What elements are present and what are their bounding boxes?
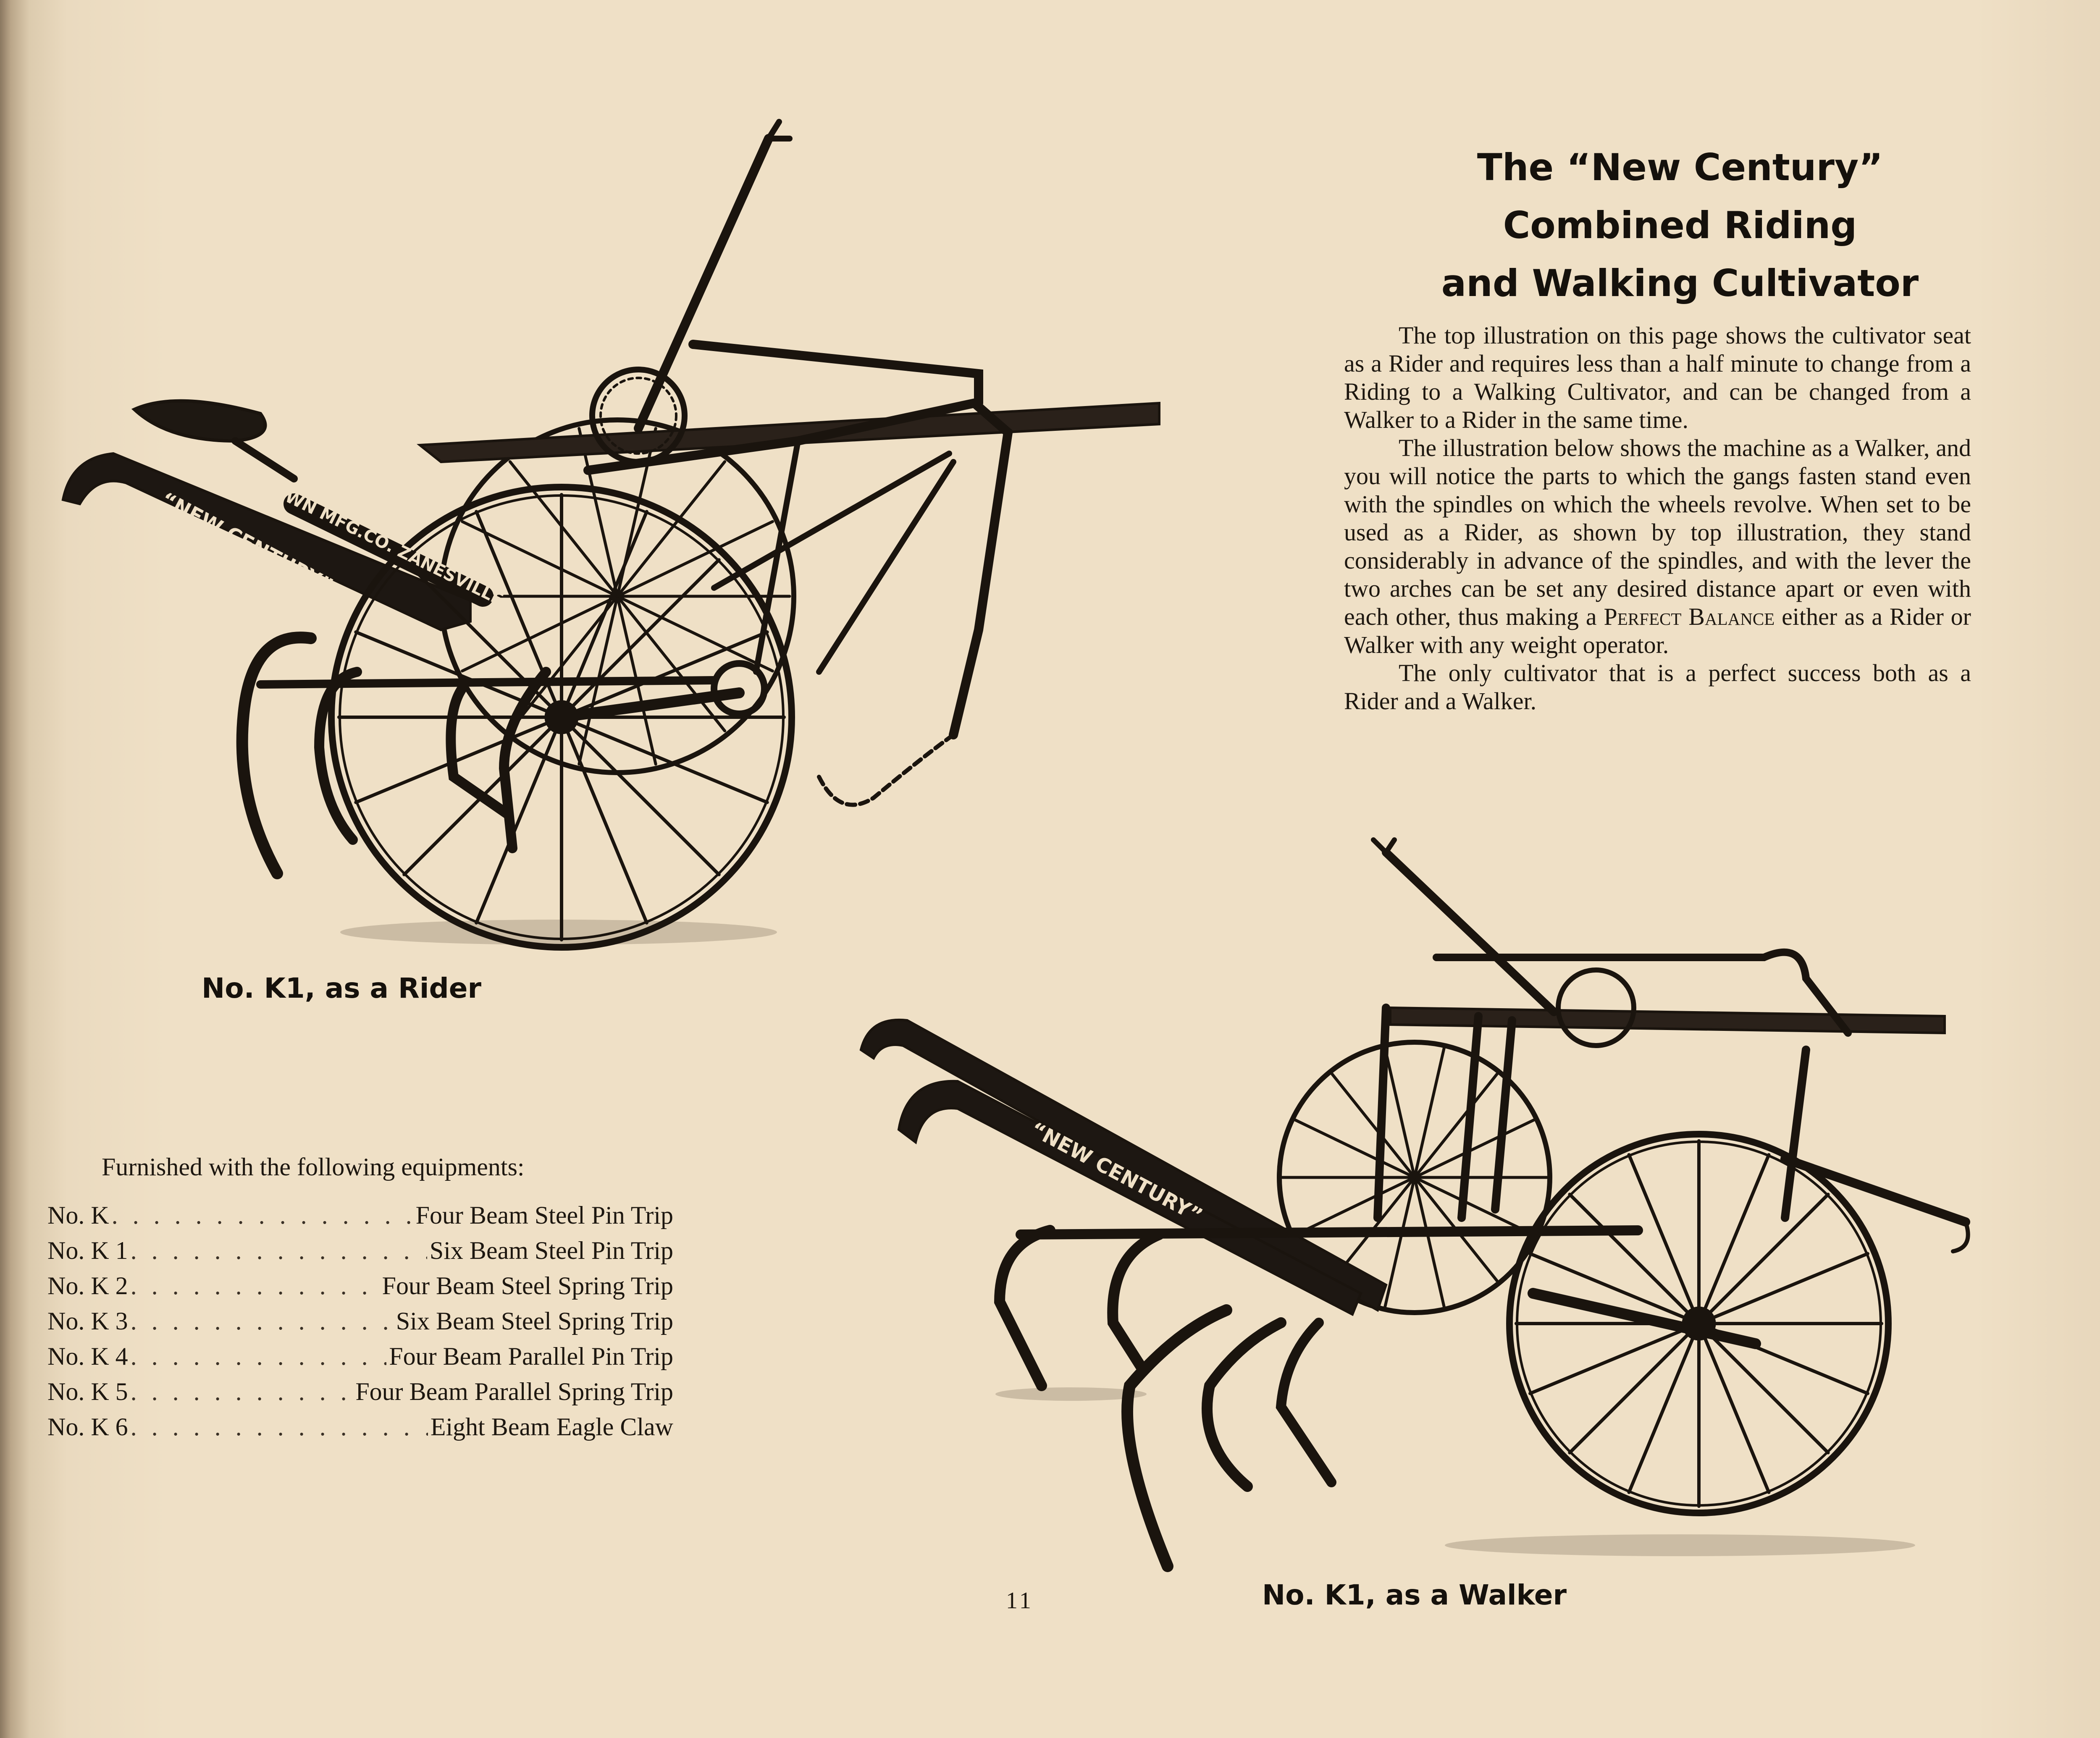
- equipment-row: No. K 1 Six Beam Steel Pin Trip: [47, 1236, 673, 1271]
- wheel-spoke: [616, 520, 774, 598]
- wheel-spoke: [1627, 1153, 1701, 1325]
- wheel-spoke: [1697, 1322, 1771, 1494]
- equipment-model: No. K 4: [47, 1342, 128, 1370]
- leader-dots: [131, 1342, 387, 1371]
- wheel-spoke: [402, 558, 563, 719]
- equipment-heading: Furnished with the following equipments:: [102, 1153, 525, 1181]
- wheel-spoke: [578, 427, 619, 598]
- wheel-spoke: [560, 716, 648, 925]
- leader-dots: [131, 1307, 394, 1336]
- equipment-description: Four Beam Steel Spring Trip: [382, 1272, 673, 1300]
- equipment-model: No. K 3: [47, 1307, 128, 1335]
- wheel-spoke: [1413, 1118, 1536, 1179]
- page-title: The “New Century” Combined Riding and Wa…: [1369, 139, 1991, 312]
- rider-caption: No. K1, as a Rider: [202, 972, 482, 1004]
- title-line-3: and Walking Cultivator: [1441, 262, 1919, 305]
- equipment-row: No. K 5 Four Beam Parallel Spring Trip: [47, 1377, 673, 1413]
- title-line-1: The “New Century”: [1477, 146, 1883, 189]
- title-line-2: Combined Riding: [1503, 204, 1857, 247]
- equipment-model: No. K 2: [47, 1272, 128, 1300]
- equipment-description: Four Beam Steel Pin Trip: [415, 1201, 673, 1229]
- equipment-model: No. K: [47, 1201, 109, 1229]
- leader-dots: [131, 1413, 428, 1442]
- wheel-spoke: [1528, 1322, 1701, 1395]
- wheel-spoke: [560, 716, 721, 876]
- equipment-row: No. K 6 Eight Beam Eagle Claw: [47, 1413, 673, 1448]
- perfect-balance-smallcaps: Perfect Balance: [1604, 603, 1775, 630]
- wheel-spoke: [616, 460, 727, 598]
- equipment-description: Four Beam Parallel Spring Trip: [355, 1378, 673, 1405]
- leader-dots: [112, 1201, 413, 1230]
- wheel-spoke: [1568, 1322, 1701, 1455]
- equipment-model: No. K 1: [47, 1237, 128, 1264]
- equipment-row: No. K 2 Four Beam Steel Spring Trip: [47, 1271, 673, 1307]
- wheel-spoke: [1697, 1193, 1830, 1325]
- equipment-row: No. K Four Beam Steel Pin Trip: [47, 1201, 673, 1236]
- wheel-spoke: [354, 630, 563, 719]
- equipment-description: Six Beam Steel Spring Trip: [396, 1307, 673, 1335]
- wheel-spoke: [475, 510, 563, 719]
- wheel-spoke: [1294, 1176, 1416, 1237]
- wheel-spoke: [1413, 1176, 1536, 1237]
- leader-dots: [131, 1271, 380, 1300]
- equipment-model: No. K 5: [47, 1378, 128, 1405]
- leader-dots: [131, 1377, 353, 1406]
- wheel-spoke: [560, 716, 769, 804]
- paragraph-2-end: either as a Rider or Walker with any wei…: [1344, 603, 1971, 658]
- wheel-spoke: [1697, 1322, 1830, 1455]
- wheel-spoke: [475, 716, 563, 925]
- wheel-spoke: [616, 595, 727, 733]
- wheel-spoke: [1697, 1252, 1869, 1325]
- wheel-spoke: [1697, 1153, 1771, 1325]
- equipment-description: Eight Beam Eagle Claw: [430, 1413, 673, 1441]
- wheel-spoke: [1294, 1118, 1416, 1179]
- equipment-model: No. K 6: [47, 1413, 128, 1441]
- wheel-spoke: [1413, 1176, 1446, 1308]
- equipment-description: Four Beam Parallel Pin Trip: [389, 1342, 673, 1370]
- wheel-spoke: [508, 460, 619, 598]
- walker-caption: No. K1, as a Walker: [1262, 1579, 1567, 1611]
- description-text: The top illustration on this page shows …: [1344, 321, 1971, 715]
- wheel-spoke: [1383, 1047, 1416, 1179]
- wheel-spoke: [1383, 1176, 1416, 1308]
- wheel-spoke: [1331, 1072, 1416, 1179]
- wheel-spoke: [508, 595, 619, 733]
- description-paragraph-2: The illustration below shows the machine…: [1344, 434, 1971, 659]
- page-number: 11: [1006, 1588, 1034, 1614]
- wheel-spoke: [1627, 1322, 1701, 1494]
- paragraph-2-start: The illustration below shows the machine…: [1344, 434, 1971, 630]
- equipment-description: Six Beam Steel Pin Trip: [429, 1237, 673, 1264]
- wheel-spoke: [560, 510, 648, 719]
- wheel-spoke: [560, 630, 769, 719]
- equipment-list: No. K Four Beam Steel Pin Trip No. K 1 Six…: [47, 1201, 673, 1448]
- wheel-spoke: [402, 716, 563, 876]
- wheel-spoke: [461, 595, 619, 673]
- wheel-spoke: [616, 595, 774, 673]
- equipment-row: No. K 4 Four Beam Parallel Pin Trip: [47, 1342, 673, 1377]
- description-paragraph-3: The only cultivator that is a perfect su…: [1344, 659, 1971, 715]
- wheel-spoke: [1413, 1072, 1499, 1179]
- wheel-spoke: [461, 520, 619, 598]
- wheel-spoke: [354, 716, 563, 804]
- leader-dots: [131, 1236, 427, 1265]
- wheel-spoke: [560, 558, 721, 719]
- wheel-spoke: [1413, 1047, 1446, 1179]
- wheel-spoke: [1528, 1252, 1701, 1325]
- equipment-row: No. K 3 Six Beam Steel Spring Trip: [47, 1307, 673, 1342]
- description-paragraph-1: The top illustration on this page shows …: [1344, 322, 1971, 433]
- wheel-spoke: [1568, 1193, 1701, 1325]
